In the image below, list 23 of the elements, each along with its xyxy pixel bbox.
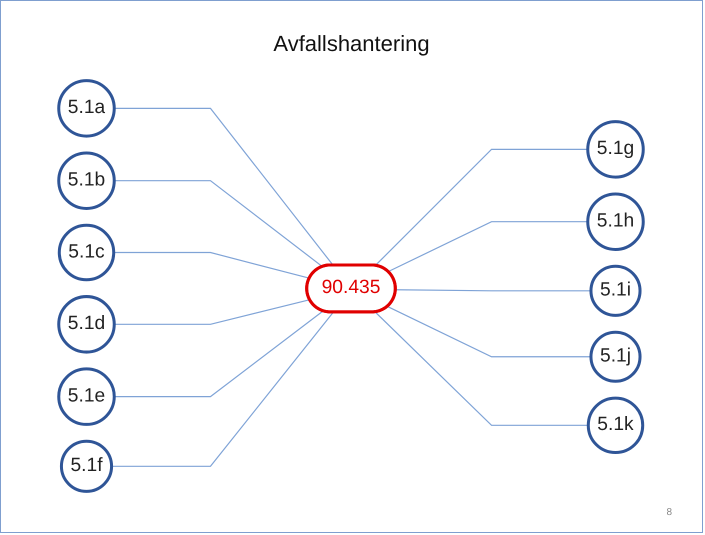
- connector: [114, 299, 310, 325]
- node-circle: 5.1h: [586, 192, 645, 251]
- node-circle: 5.1b: [57, 151, 116, 210]
- node-circle: 5.1k: [586, 396, 644, 454]
- node-circle: 5.1a: [57, 79, 116, 138]
- connector: [114, 310, 324, 398]
- connector: [396, 289, 591, 292]
- connector: [374, 148, 588, 266]
- diagram-title: Avfallshantering: [273, 31, 430, 57]
- node-circle: 5.1g: [586, 120, 645, 179]
- connector: [388, 221, 588, 272]
- node-circle: 5.1d: [57, 295, 116, 354]
- node-circle: 5.1f: [60, 440, 114, 493]
- node-circle: 5.1j: [589, 330, 642, 383]
- page-number: 8: [666, 507, 672, 518]
- node-circle: 5.1e: [57, 367, 116, 426]
- connector: [375, 312, 588, 426]
- node-circle: 5.1c: [58, 224, 116, 282]
- connector: [114, 180, 324, 268]
- connector: [112, 312, 334, 467]
- node-circle: 5.1i: [589, 264, 642, 317]
- connector: [388, 306, 591, 358]
- connector: [114, 252, 310, 279]
